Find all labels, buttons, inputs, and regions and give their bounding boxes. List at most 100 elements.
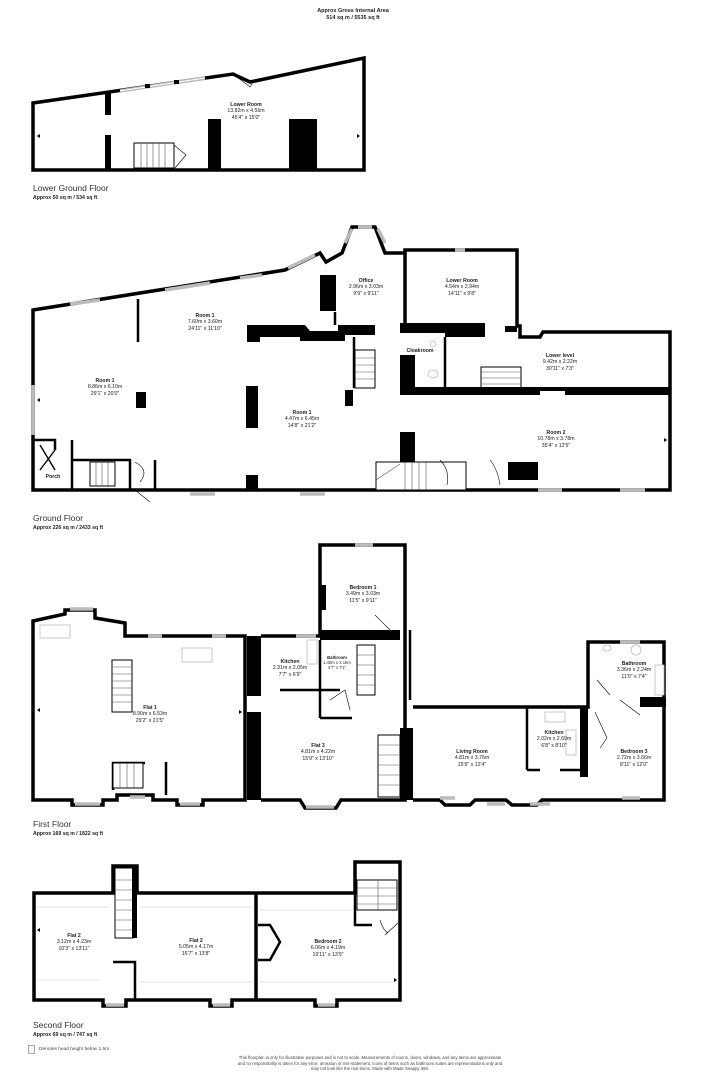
room-dims-imperial: 15'9" x 12'4" xyxy=(457,761,487,768)
floor-area: Approx 226 sq m / 2433 sq ft xyxy=(33,525,104,531)
floor-area: Approx 169 sq m / 1822 sq ft xyxy=(33,831,104,837)
legend-label: Denotes head height below 1.5m xyxy=(39,1047,110,1052)
room-name: Cloakroom xyxy=(406,348,434,354)
disclaimer-line: may not look like the real items. Made w… xyxy=(310,1066,430,1072)
room-dims-metric: 8.86m x 6.10m xyxy=(87,384,123,391)
room-label: Lower Room 13.82m x 4.56m 45'4" x 15'0" xyxy=(227,102,264,121)
room-name: Flat 1 xyxy=(143,705,157,711)
room-dims-imperial: 6'8" x 8'10" xyxy=(541,742,567,749)
room-dims-metric: 10.78m x 3.78m xyxy=(537,436,575,443)
room-label: Room 1 8.86m x 6.10m 29'1" x 20'0" xyxy=(88,378,122,397)
floor-title: Ground Floor xyxy=(33,513,84,523)
room-dims-metric: 8.90m x 6.53m xyxy=(132,711,168,718)
floor-area: Approx 50 sq m / 534 sq ft xyxy=(33,195,98,201)
room-name: Room 1 xyxy=(95,378,115,384)
room-name: Bedroom 1 xyxy=(349,585,377,591)
room-name: Flat 2 xyxy=(67,933,81,939)
room-name: Room 2 xyxy=(546,430,566,436)
room-dims-imperial: 9'9" x 9'11" xyxy=(353,290,379,297)
first-floor-plan xyxy=(31,543,666,810)
disclaimer-line: and no responsibility is taken for any e… xyxy=(237,1060,503,1066)
disclaimer-line: This floorplan is only for illustrative … xyxy=(238,1055,502,1060)
room-dims-metric: 4.81m x 3.76m xyxy=(454,755,490,762)
room-label: Room 1 7.60m x 3.60m 24'11" x 11'10" xyxy=(188,313,222,332)
room-label: Flat 2 3.12m x 4.23m 10'3" x 13'11" xyxy=(57,933,91,952)
room-name: Lower level xyxy=(545,353,575,359)
room-label: Kitchen 2.31m x 2.05m 7'7" x 6'9" xyxy=(273,659,307,678)
floor-caption-first: First Floor Approx 169 sq m / 1822 sq ft xyxy=(33,819,103,837)
room-label: Lower level 9.42m x 2.22m 30'11" x 7'3" xyxy=(543,353,577,372)
room-label: Bathroom 1.40m x 2.15m 4'7" x 7'1" xyxy=(323,655,351,670)
room-label: Lower Room 4.54m x 2.94m 14'11" x 9'8" xyxy=(445,278,479,297)
room-dims-imperial: 11'0" x 7'4" xyxy=(621,673,647,680)
room-dims-imperial: 10'3" x 13'11" xyxy=(58,945,90,952)
room-dims-imperial: 7'7" x 6'9" xyxy=(278,671,302,678)
gross-area-title: Approx Gross Internal Area xyxy=(317,8,389,14)
room-name: Porch xyxy=(45,474,61,480)
room-name: Lower Room xyxy=(446,278,478,284)
floor-caption-lower-ground: Lower Ground Floor Approx 50 sq m / 534 … xyxy=(33,183,109,201)
room-name: Flat 3 xyxy=(311,743,325,749)
room-dims-metric: 9.42m x 2.22m xyxy=(542,359,578,366)
room-dims-metric: 3.36m x 2.24m xyxy=(616,667,652,674)
floor-caption-ground: Ground Floor Approx 226 sq m / 2433 sq f… xyxy=(33,513,103,531)
room-name: Kitchen xyxy=(280,659,300,665)
room-dims-imperial: 14'8" x 21'2" xyxy=(287,422,317,429)
floor-title: Second Floor xyxy=(33,1020,84,1030)
second-floor-plan xyxy=(32,860,402,1008)
room-label: Room 2 10.78m x 3.78m 35'4" x 12'5" xyxy=(537,430,574,449)
room-dims-imperial: 11'5" x 9'11" xyxy=(349,597,377,604)
room-dims-metric: 3.12m x 4.23m xyxy=(56,939,92,946)
room-dims-imperial: 16'7" x 13'8" xyxy=(181,950,211,957)
room-label: Bedroom 1 3.49m x 3.03m 11'5" x 9'11" xyxy=(346,585,380,604)
room-dims-metric: 2.72m x 3.66m xyxy=(616,755,652,762)
room-dims-imperial: 29'1" x 20'0" xyxy=(90,390,120,397)
room-label: Porch xyxy=(46,474,61,480)
room-dims-metric: 4.47m x 6.45m xyxy=(284,416,320,423)
room-name: Bathroom xyxy=(621,661,647,667)
room-dims-imperial: 24'11" x 11'10" xyxy=(188,325,222,332)
room-label: Cloakroom xyxy=(406,348,433,354)
room-dims-metric: 7.60m x 3.60m xyxy=(187,319,223,326)
room-dims-metric: 2.31m x 2.05m xyxy=(272,665,308,672)
room-dims-metric: 1.40m x 2.15m xyxy=(323,660,351,665)
gross-area-value: 514 sq m / 5535 sq ft xyxy=(326,15,380,21)
room-dims-imperial: 15'9" x 13'10" xyxy=(302,755,334,762)
room-name: Flat 2 xyxy=(189,938,203,944)
floor-caption-second: Second Floor Approx 69 sq m / 747 sq ft xyxy=(33,1020,97,1038)
floor-title: Lower Ground Floor xyxy=(33,183,109,193)
room-dims-imperial: 29'2" x 21'5" xyxy=(135,717,165,724)
room-name: Bedroom 3 xyxy=(620,749,648,755)
room-dims-metric: 4.81m x 4.22m xyxy=(300,749,336,756)
low-ceiling-swatch-icon xyxy=(28,1045,35,1054)
room-dims-metric: 13.82m x 4.56m xyxy=(227,108,265,115)
room-label: Flat 1 8.90m x 6.53m 29'2" x 21'5" xyxy=(133,705,167,724)
room-dims-metric: 2.02m x 2.69m xyxy=(536,736,572,743)
room-dims-imperial: 19'11" x 13'9" xyxy=(312,951,344,958)
room-dims-metric: 5.05m x 4.17m xyxy=(178,944,214,951)
room-dims-imperial: 14'11" x 9'8" xyxy=(447,290,477,297)
room-name: Room 1 xyxy=(195,313,215,319)
room-label: Flat 3 4.81m x 4.22m 15'9" x 13'10" xyxy=(301,743,335,762)
room-label: Kitchen 2.02m x 2.69m 6'8" x 8'10" xyxy=(537,730,571,749)
ground-floor-plan xyxy=(31,225,672,503)
room-dims-imperial: 4'7" x 7'1" xyxy=(327,665,347,670)
room-name: Room 1 xyxy=(292,410,312,416)
room-name: Kitchen xyxy=(544,730,564,736)
gross-area-header: Approx Gross Internal Area 514 sq m / 55… xyxy=(0,8,706,22)
room-dims-metric: 2.96m x 3.03m xyxy=(348,284,384,291)
room-dims-metric: 6.06m x 4.19m xyxy=(310,945,346,952)
room-label: Bedroom 3 2.72m x 3.66m 8'11" x 12'0" xyxy=(617,749,651,768)
room-dims-metric: 4.54m x 2.94m xyxy=(444,284,480,291)
room-name: Lower Room xyxy=(230,102,262,108)
room-dims-imperial: 45'4" x 15'0" xyxy=(231,114,261,121)
room-label: Room 1 4.47m x 6.45m 14'8" x 21'2" xyxy=(285,410,319,429)
room-name: Office xyxy=(358,278,374,284)
room-dims-metric: 3.49m x 3.03m xyxy=(345,591,381,598)
floor-title: First Floor xyxy=(33,819,72,829)
room-label: Bathroom 3.36m x 2.24m 11'0" x 7'4" xyxy=(617,661,651,680)
disclaimer: This floorplan is only for illustrative … xyxy=(200,1055,540,1072)
room-label: Office 2.96m x 3.03m 9'9" x 9'11" xyxy=(349,278,383,297)
room-dims-imperial: 8'11" x 12'0" xyxy=(619,761,649,768)
